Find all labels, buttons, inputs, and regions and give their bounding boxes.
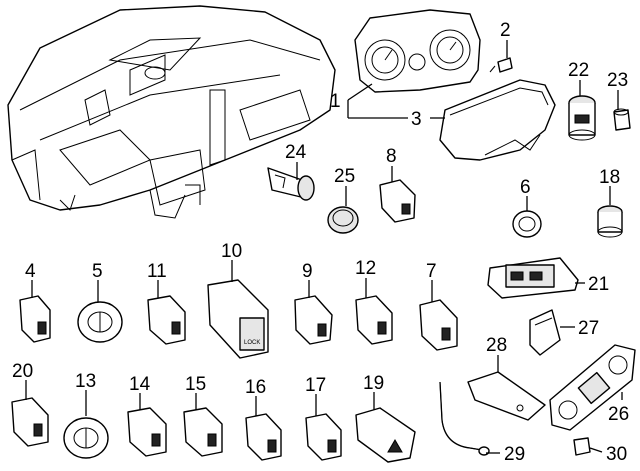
round-sensor-6 (512, 210, 542, 238)
callout-10: 10 (221, 241, 242, 262)
leader-lines (25, 40, 623, 454)
sensor-18 (597, 205, 623, 238)
switch-11 (147, 295, 186, 345)
callout-22: 22 (568, 60, 589, 81)
callout-30: 30 (606, 444, 627, 465)
callout-11: 11 (147, 261, 167, 282)
lighter-socket (568, 95, 596, 141)
callout-4: 4 (25, 261, 36, 282)
switch-4 (19, 295, 51, 343)
switch-16 (245, 413, 282, 461)
callout-2: 2 (500, 20, 511, 41)
callout-14: 14 (129, 374, 151, 395)
callout-16: 16 (245, 377, 266, 398)
callout-15: 15 (185, 374, 206, 395)
callout-19: 19 (363, 373, 384, 394)
switch-20 (11, 397, 49, 447)
climate-control-panel (549, 344, 636, 431)
power-outlet (267, 167, 315, 201)
callout-3: 3 (411, 109, 422, 130)
switch-8 (379, 179, 416, 223)
screw (489, 57, 513, 73)
callout-23: 23 (607, 70, 628, 91)
switch-10-lock-text: LOCK (244, 340, 260, 346)
callout-18: 18 (599, 167, 620, 188)
clip-30 (573, 437, 591, 456)
callout-20: 20 (12, 361, 33, 382)
callout-26: 26 (608, 404, 629, 425)
callout-28: 28 (486, 335, 507, 356)
callout-8: 8 (386, 146, 397, 167)
hazard-switch-19 (355, 407, 416, 463)
control-module-21 (487, 257, 579, 299)
instrument-cluster (354, 9, 481, 93)
small-knob (613, 108, 631, 131)
switch-17 (305, 413, 342, 461)
callout-25: 25 (334, 166, 355, 187)
knob-5 (77, 301, 123, 343)
callout-9: 9 (302, 261, 313, 282)
callout-27: 27 (578, 318, 599, 339)
callout-29: 29 (504, 444, 525, 465)
switch-12 (355, 295, 393, 345)
switch-7 (419, 299, 458, 351)
callout-7: 7 (426, 261, 437, 282)
knob-13 (63, 417, 109, 459)
sensor-27 (529, 309, 561, 356)
callout-21: 21 (588, 274, 609, 295)
callout-17: 17 (305, 375, 326, 396)
callout-6: 6 (520, 177, 531, 198)
callout-1: 1 (330, 91, 341, 112)
callout-5: 5 (92, 261, 103, 282)
round-knob-25 (327, 206, 359, 234)
switch-10: LOCK (207, 279, 269, 359)
instrument-panel-illustration (7, 5, 336, 219)
callout-24: 24 (285, 142, 307, 163)
switch-15 (183, 407, 223, 457)
switch-9 (294, 295, 333, 345)
callout-12: 12 (355, 258, 376, 279)
cluster-lens (439, 79, 556, 161)
bracket-28 (467, 371, 546, 421)
callout-13: 13 (75, 371, 96, 392)
switch-14 (127, 407, 167, 457)
callout-numbers: 1 2 3 4 5 6 7 8 9 10 11 12 13 14 15 16 1… (12, 20, 629, 465)
hose-29 (439, 381, 490, 456)
